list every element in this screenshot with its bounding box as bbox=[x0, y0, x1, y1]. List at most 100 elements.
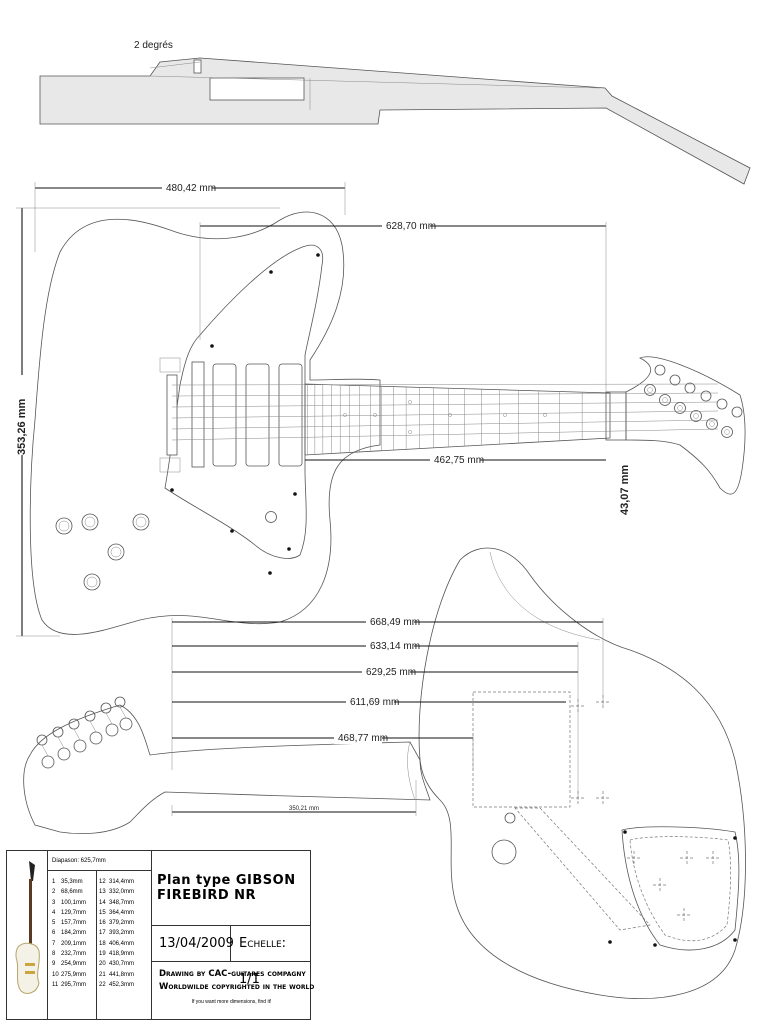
fret-cell: 8 bbox=[52, 951, 56, 958]
tuner-post bbox=[721, 426, 733, 438]
dim-350: 350,21 mm bbox=[289, 806, 319, 812]
body-outline bbox=[29, 211, 381, 635]
knob bbox=[81, 513, 99, 531]
fret-cell: 379,2mm bbox=[109, 920, 135, 927]
fret-cell: 452,3mm bbox=[109, 981, 135, 988]
fret-cell: 184,2mm bbox=[61, 930, 87, 937]
angle-label: 2 degrés bbox=[134, 40, 173, 51]
control-cavity-cover bbox=[621, 826, 740, 951]
tuner-post bbox=[644, 384, 656, 396]
tuner-post bbox=[57, 747, 71, 761]
fret-cell: 232,7mm bbox=[61, 951, 87, 958]
tuner-post bbox=[73, 739, 87, 753]
plan-date: 13/04/2009 bbox=[151, 926, 234, 962]
cover-screw bbox=[653, 943, 657, 947]
fret-cell: 100,1mm bbox=[61, 899, 87, 906]
tuner-shaft bbox=[119, 706, 127, 719]
fret-cell: 21 bbox=[99, 971, 106, 978]
tuner-key bbox=[114, 696, 126, 708]
string-line bbox=[171, 428, 719, 441]
dim-body-upper: 480,42 mm bbox=[166, 183, 216, 194]
fret-cell: 406,4mm bbox=[109, 940, 135, 947]
cover-screw bbox=[608, 940, 612, 944]
fret-cell: 3 bbox=[52, 899, 56, 906]
string-line bbox=[171, 419, 719, 430]
fret-cell: 393,2mm bbox=[109, 930, 135, 937]
tuners-back bbox=[36, 696, 133, 769]
jack-socket bbox=[265, 511, 277, 523]
fret-cell: 15 bbox=[99, 909, 106, 916]
tuner-post bbox=[119, 717, 133, 731]
fret-cell: 14 bbox=[99, 899, 106, 906]
back-body-outline bbox=[418, 547, 746, 999]
credit-line-1: Drawing by CAC-guitares compagny bbox=[159, 969, 306, 979]
fret-cell: 17 bbox=[99, 930, 106, 937]
fret-cell: 209,1mm bbox=[61, 940, 87, 947]
screw bbox=[210, 344, 214, 348]
tuner-shaft bbox=[89, 720, 97, 733]
tuner-post bbox=[690, 410, 702, 422]
tuner-key bbox=[52, 726, 64, 738]
tuner-hole bbox=[647, 387, 653, 393]
fret-cell: 314,4mm bbox=[109, 879, 135, 885]
knob bbox=[107, 543, 125, 561]
pickguard-screws bbox=[170, 253, 320, 575]
knob bbox=[55, 517, 73, 535]
fret-cell: 275,9mm bbox=[61, 971, 87, 978]
fret-cell: 7 bbox=[52, 940, 56, 947]
dim-overall-top: 628,70 mm bbox=[386, 221, 436, 232]
dim-668: 668,49 mm bbox=[370, 617, 420, 628]
fret-marker bbox=[408, 400, 412, 404]
dim-468: 468,77 mm bbox=[338, 733, 388, 744]
tuner-hole bbox=[724, 429, 730, 435]
tuner-hole bbox=[677, 405, 683, 411]
fret-cell: 5 bbox=[52, 920, 56, 927]
tuner-key bbox=[700, 390, 712, 402]
pickup-bridge bbox=[212, 363, 237, 467]
tuner-post bbox=[674, 402, 686, 414]
diapason-label: Diapason: 625,7mm bbox=[47, 851, 151, 871]
string-line bbox=[171, 392, 719, 397]
knob-cap bbox=[84, 516, 96, 528]
fret-marker bbox=[343, 413, 347, 417]
string-line bbox=[171, 401, 719, 408]
screw bbox=[293, 492, 297, 496]
fret-marker bbox=[448, 413, 452, 417]
tuner-key bbox=[716, 398, 728, 410]
fret-cell: 129,7mm bbox=[61, 909, 87, 916]
fret-cell: 1 bbox=[52, 879, 56, 885]
tuner-hole bbox=[662, 397, 668, 403]
tuner-hole bbox=[693, 413, 699, 419]
tuner-shaft bbox=[41, 744, 49, 757]
back-view: 668,49 mm 633,14 mm 629,25 mm 611,69 mm … bbox=[23, 547, 746, 999]
screw bbox=[268, 571, 272, 575]
knob bbox=[132, 513, 150, 531]
fret-cell: 13 bbox=[99, 889, 106, 896]
knob-cap bbox=[86, 576, 98, 588]
fret-cell: 12 bbox=[99, 879, 106, 885]
dim-633: 633,14 mm bbox=[370, 641, 420, 652]
fret-cell: 418,9mm bbox=[109, 951, 135, 958]
plan-scale: Echelle: 1/1 bbox=[231, 926, 310, 987]
string-line bbox=[171, 383, 719, 386]
headstock-top bbox=[625, 356, 746, 495]
fret-cell: 16 bbox=[99, 920, 106, 927]
screw bbox=[316, 253, 320, 257]
dim-neck-length: 462,75 mm bbox=[434, 455, 484, 466]
tuner-post bbox=[706, 418, 718, 430]
pickup-neck bbox=[278, 363, 303, 467]
dim-nut-width: 43,07 mm bbox=[619, 465, 631, 515]
fret-marker bbox=[503, 413, 507, 417]
fret-cell: 332,0mm bbox=[109, 889, 135, 896]
fretboard bbox=[304, 383, 611, 456]
control-knobs bbox=[55, 511, 277, 591]
cover-screw bbox=[623, 830, 627, 834]
dim-611: 611,69 mm bbox=[350, 697, 399, 708]
knob bbox=[83, 573, 101, 591]
